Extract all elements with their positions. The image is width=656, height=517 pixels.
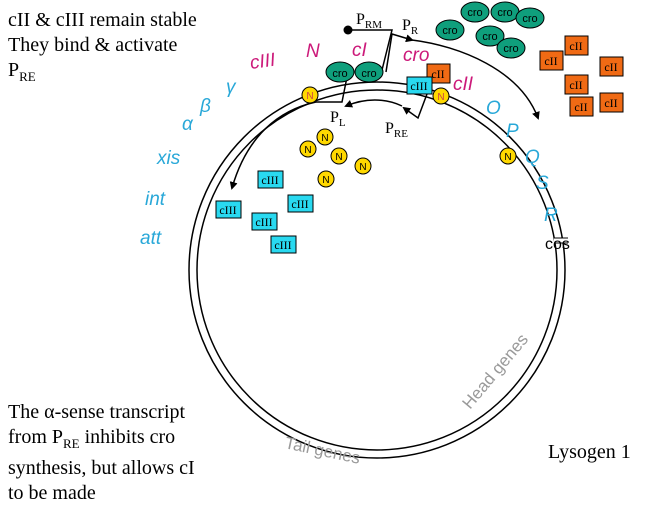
- ciii-protein: cIII: [406, 76, 433, 95]
- cii-protein: cII: [564, 35, 589, 56]
- gene-label-cro: cro: [403, 45, 429, 66]
- ciii-protein: cIII: [215, 200, 242, 219]
- gene-label-q: Q: [525, 147, 540, 168]
- cii-protein: cII: [426, 63, 451, 84]
- n-protein: N: [316, 128, 334, 146]
- gene-label-head-genes: Head genes: [459, 330, 532, 412]
- top-note-line: They bind & activate: [8, 34, 178, 56]
- svg-text:cro: cro: [522, 13, 537, 25]
- ciii-protein: cIII: [287, 194, 314, 213]
- prm-promoter: PRM: [343, 11, 393, 71]
- gene-label-beta: β: [199, 96, 211, 117]
- n-protein: N: [354, 157, 372, 175]
- svg-text:cII: cII: [569, 39, 582, 53]
- svg-text:cII: cII: [431, 67, 444, 81]
- svg-text:N: N: [335, 152, 342, 163]
- svg-text:N: N: [322, 175, 329, 186]
- gene-label-n: N: [306, 41, 320, 62]
- cro-protein: cro: [475, 25, 505, 47]
- cro-protein: cro: [435, 19, 465, 41]
- svg-text:cII: cII: [604, 60, 617, 74]
- bottom-note-line: synthesis, but allows cI: [8, 457, 195, 479]
- gene-label-r: R: [544, 205, 558, 226]
- cii-protein: cII: [564, 74, 589, 95]
- gene-label-gamma: γ: [226, 77, 237, 98]
- cii-protein: cII: [569, 96, 594, 117]
- cos-site-mark: [554, 237, 568, 244]
- top-note: cII & cIII remain stable They bind & act…: [8, 8, 197, 89]
- n-protein: N: [317, 170, 335, 188]
- svg-text:cIII: cIII: [291, 197, 308, 211]
- bottom-note-line: from PRE inhibits cro: [8, 426, 176, 451]
- cii-protein: cII: [539, 50, 564, 71]
- top-note-line: PRE: [8, 59, 36, 84]
- svg-text:N: N: [437, 92, 444, 103]
- svg-text:PR: PR: [402, 17, 419, 37]
- cii-protein: cII: [599, 92, 624, 113]
- genome-circle: [188, 81, 566, 459]
- n-protein: N: [330, 147, 348, 165]
- svg-text:N: N: [359, 162, 366, 173]
- svg-text:PL: PL: [330, 109, 346, 129]
- n-protein: N: [432, 87, 450, 105]
- bottom-note-line: The α-sense transcript: [8, 401, 186, 423]
- svg-text:N: N: [306, 91, 313, 102]
- gene-label-cii: cII: [453, 74, 474, 95]
- svg-text:cro: cro: [361, 68, 376, 80]
- cii-protein: cII: [599, 56, 624, 77]
- top-note-line: cII & cIII remain stable: [8, 9, 197, 31]
- bottom-note: The α-sense transcript from PRE inhibits…: [8, 400, 195, 506]
- gene-label-p: P: [506, 121, 519, 142]
- gene-label-s: S: [536, 173, 549, 194]
- cro-protein: cro: [325, 61, 355, 83]
- gene-label-ci: cI: [352, 40, 368, 61]
- svg-text:cIII: cIII: [255, 215, 272, 229]
- cro-protein: cro: [515, 7, 545, 29]
- cro-protein: cro: [354, 61, 384, 83]
- svg-text:N: N: [504, 152, 511, 163]
- svg-text:cII: cII: [569, 78, 582, 92]
- gene-label-cos: cos: [545, 236, 570, 253]
- svg-text:PRE: PRE: [385, 120, 408, 140]
- gene-label-o: O: [486, 98, 501, 119]
- svg-text:cIII: cIII: [410, 79, 427, 93]
- svg-text:cro: cro: [482, 31, 497, 43]
- svg-text:cII: cII: [544, 54, 557, 68]
- state-label: Lysogen 1: [548, 441, 631, 463]
- gene-label-int: int: [145, 189, 166, 210]
- gene-label-ciii: cIII: [249, 50, 278, 74]
- n-protein: N: [299, 140, 317, 158]
- pl-promoter: PL: [229, 71, 349, 190]
- svg-text:cIII: cIII: [274, 238, 291, 252]
- svg-text:cII: cII: [604, 96, 617, 110]
- svg-text:cro: cro: [503, 43, 518, 55]
- cro-protein: cro: [496, 37, 526, 59]
- gene-label-tail-genes: Tail genes: [283, 433, 362, 468]
- bottom-note-line: to be made: [8, 482, 96, 504]
- svg-text:cII: cII: [574, 100, 587, 114]
- n-protein: N: [301, 86, 319, 104]
- svg-text:cro: cro: [497, 7, 512, 19]
- cro-protein: cro: [490, 1, 520, 23]
- cro-protein: cro: [460, 1, 490, 23]
- n-protein: N: [499, 147, 517, 165]
- svg-text:cro: cro: [467, 7, 482, 19]
- gene-label-att: att: [140, 228, 162, 249]
- pre-promoter: PRE: [344, 85, 431, 140]
- ciii-protein: cIII: [270, 235, 297, 254]
- gene-label-alpha: α: [182, 114, 194, 135]
- svg-text:N: N: [304, 145, 311, 156]
- svg-text:PRM: PRM: [356, 11, 382, 31]
- svg-text:N: N: [321, 133, 328, 144]
- pr-promoter: PR: [385, 17, 540, 120]
- svg-text:cro: cro: [442, 25, 457, 37]
- svg-text:cIII: cIII: [261, 173, 278, 187]
- svg-text:cIII: cIII: [219, 203, 236, 217]
- ciii-protein: cIII: [257, 170, 284, 189]
- svg-text:cro: cro: [332, 68, 347, 80]
- ciii-protein: cIII: [251, 212, 278, 231]
- gene-label-xis: xis: [156, 148, 181, 169]
